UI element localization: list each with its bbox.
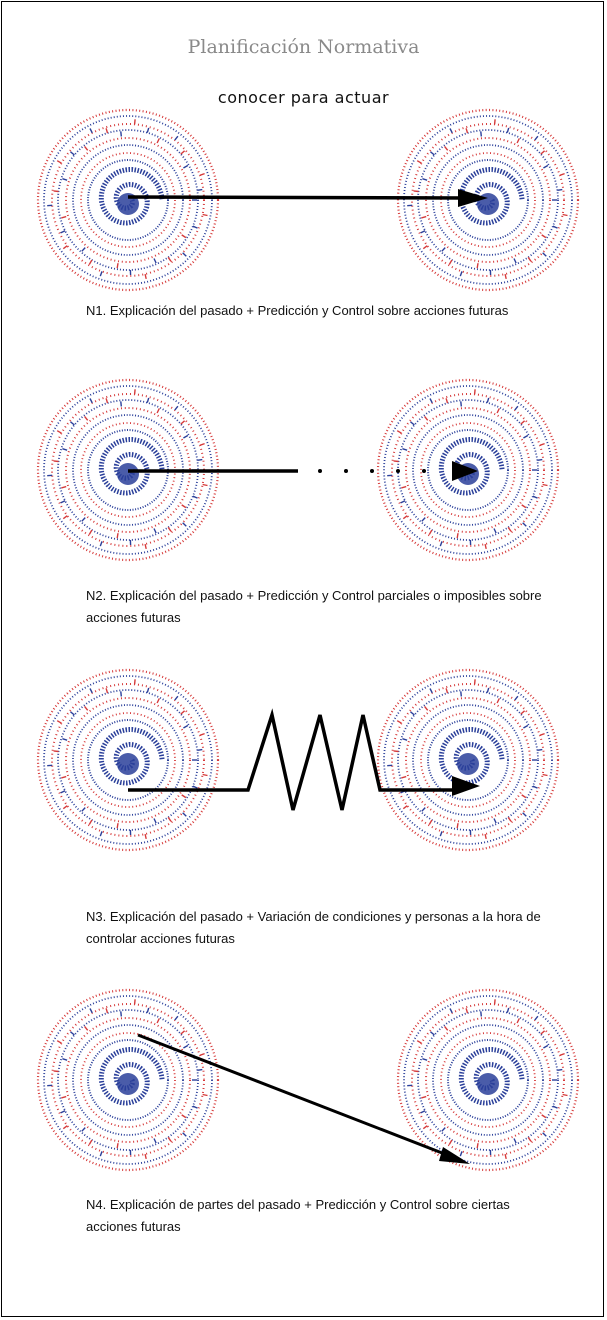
dot-1 <box>318 469 322 473</box>
arrowhead-icon <box>452 461 478 481</box>
page-subtitle: conocer para actuar <box>217 88 390 107</box>
page-title: Planificación Normativa <box>187 36 420 58</box>
spiral-left-icon <box>36 108 220 292</box>
spiral-left-icon <box>36 668 220 852</box>
dot-5 <box>422 469 426 473</box>
panel-n1-diagram <box>36 108 580 292</box>
caption-n4: N4. Explicación de partes del pasado + P… <box>86 1197 510 1234</box>
spiral-left-icon <box>36 988 220 1172</box>
panel-n4-diagram <box>36 988 580 1172</box>
caption-n1: N1. Explicación del pasado + Predicción … <box>86 303 509 318</box>
dot-2 <box>344 469 348 473</box>
spiral-right-icon <box>396 988 580 1172</box>
dot-4 <box>396 469 400 473</box>
arrowhead-icon <box>452 776 480 796</box>
diagonal-arrow-line <box>137 1033 456 1160</box>
panel-n2-diagram <box>36 378 560 562</box>
spiral-right-icon <box>396 108 580 292</box>
zigzag-line <box>128 708 395 811</box>
dot-3 <box>370 469 374 473</box>
spiral-right-icon <box>376 668 560 852</box>
caption-n2: N2. Explicación del pasado + Predicción … <box>86 588 542 625</box>
direct-arrow-line <box>127 195 469 200</box>
panel-n3-diagram <box>36 668 560 852</box>
arrowhead-icon <box>458 189 488 207</box>
caption-n3: N3. Explicación del pasado + Variación d… <box>86 909 541 946</box>
arrowhead-icon <box>439 1147 470 1164</box>
